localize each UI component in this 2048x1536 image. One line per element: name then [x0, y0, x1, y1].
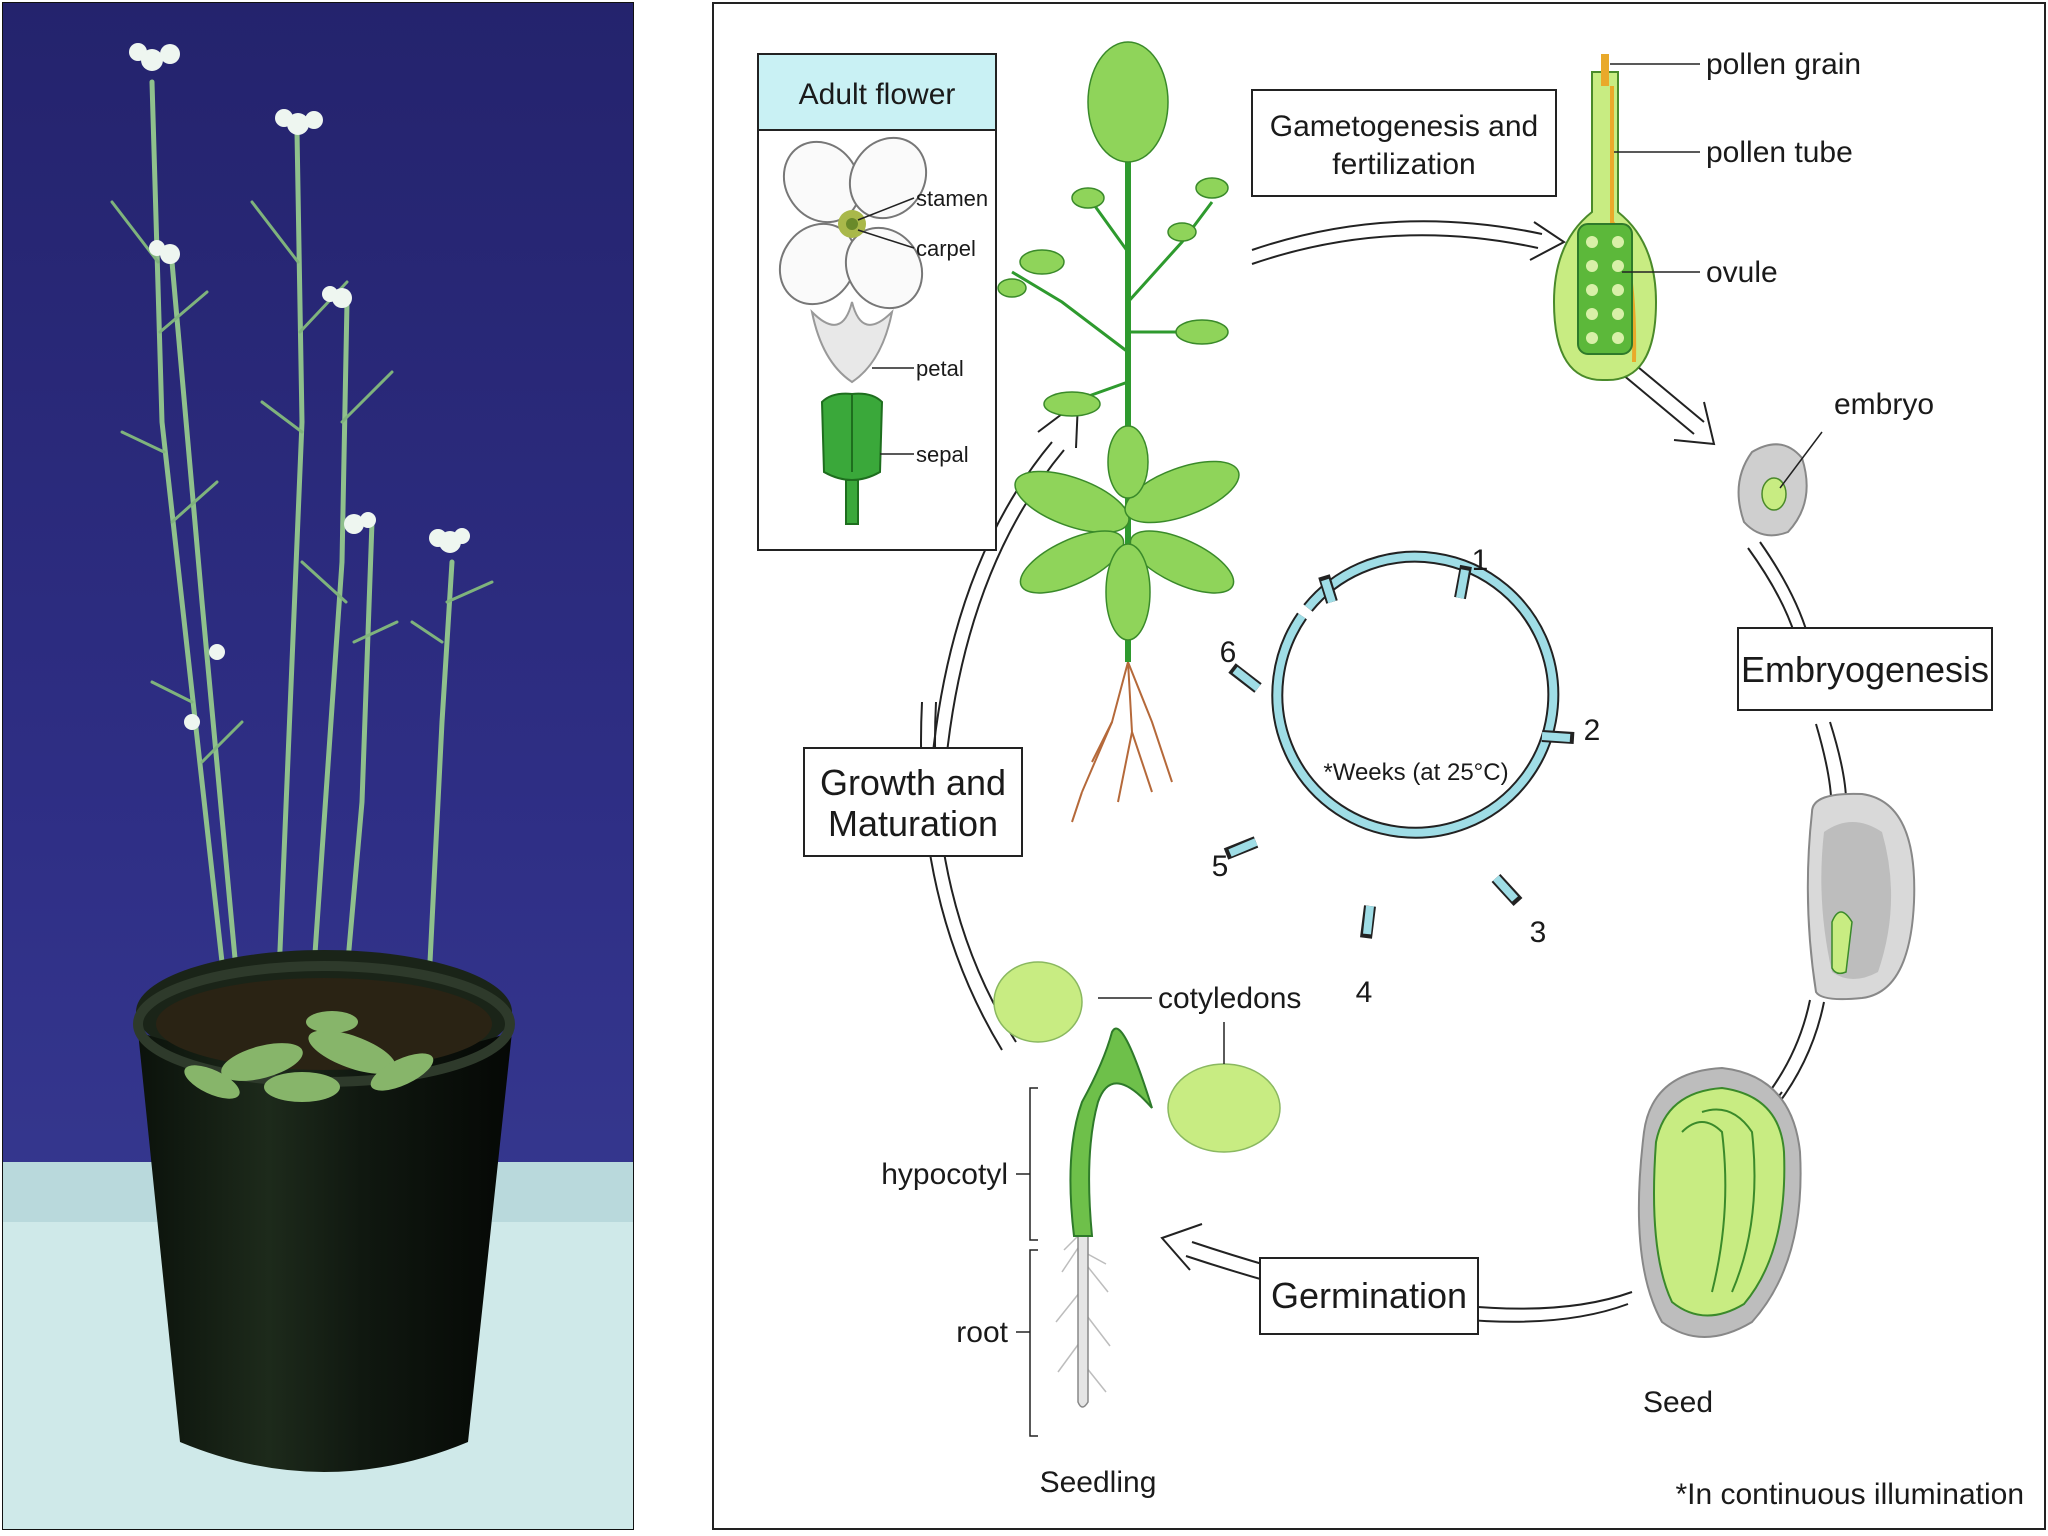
carpel-label: carpel	[916, 236, 976, 261]
stage-embryogenesis: Embryogenesis	[1738, 628, 1992, 710]
pollen-tube-label: pollen tube	[1706, 136, 1853, 169]
stage-gametogenesis: Gametogenesis and fertilization	[1252, 90, 1556, 196]
footnote: *In continuous illumination	[1675, 1478, 2024, 1511]
growth-line1: Growth and	[820, 762, 1006, 803]
life-cycle-diagram: Adult flower stamen carpel petal sepal	[712, 2, 2046, 1530]
week-tick-6: 6	[1220, 636, 1237, 669]
seedling-label: Seedling	[1040, 1466, 1157, 1499]
root-label: root	[956, 1316, 1008, 1349]
arabidopsis-photo	[2, 2, 634, 1530]
petal-label: petal	[916, 356, 964, 381]
stage-germination: Germination	[1260, 1258, 1478, 1334]
week-tick-1: 1	[1472, 544, 1489, 577]
embryo-label: embryo	[1834, 388, 1934, 421]
week-tick-4: 4	[1356, 976, 1373, 1009]
weeks-caption: *Weeks (at 25°C)	[1323, 759, 1508, 786]
week-tick-2: 2	[1584, 714, 1601, 747]
adult-flower-inset: Adult flower stamen carpel petal sepal	[758, 54, 996, 550]
adult-flower-title: Adult flower	[799, 78, 956, 111]
stage-growth-maturation: Growth and Maturation	[804, 748, 1022, 856]
hypocotyl-label: hypocotyl	[881, 1158, 1008, 1191]
stamen-label: stamen	[916, 186, 988, 211]
cotyledons-label: cotyledons	[1158, 982, 1301, 1015]
week-tick-3: 3	[1530, 916, 1547, 949]
sepal-label: sepal	[916, 442, 969, 467]
seed-label: Seed	[1643, 1386, 1713, 1419]
pollen-grain-label: pollen grain	[1706, 48, 1861, 81]
week-tick-5: 5	[1212, 850, 1229, 883]
ovule-label: ovule	[1706, 256, 1778, 289]
developing-seed	[1808, 794, 1914, 999]
gametogenesis-line2: fertilization	[1332, 148, 1475, 181]
gametogenesis-line1: Gametogenesis and	[1270, 110, 1539, 143]
growth-line2: Maturation	[828, 803, 998, 844]
embryogenesis-label: Embryogenesis	[1741, 649, 1989, 690]
germination-label: Germination	[1271, 1275, 1467, 1316]
